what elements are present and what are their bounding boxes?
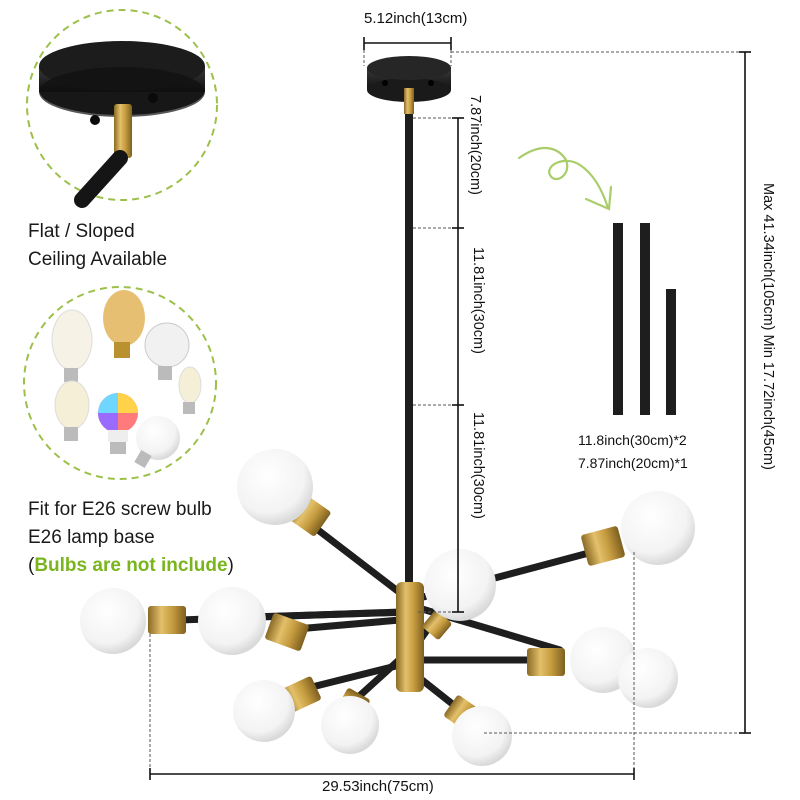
bulb-feature-line2: E26 lamp base (28, 527, 155, 548)
total-height-label: Max 41.34inch(105cm) Min 17.72inch(45cm) (760, 183, 776, 470)
note-open-paren: ( (28, 555, 35, 576)
overall-width-label: 29.53inch(75cm) (322, 778, 434, 795)
center-hub (396, 582, 424, 692)
note-close-paren: ) (227, 555, 234, 576)
bulb-feature-line1: Fit for E26 screw bulb (28, 499, 212, 520)
bulb-sockets (148, 494, 625, 731)
rod-segment-3-label: 11.81inch(30cm) (470, 412, 486, 519)
extension-rods (613, 223, 676, 415)
dimension-guides (149, 50, 739, 768)
dimension-lines (149, 37, 751, 780)
bulb-variety-icon (23, 286, 217, 480)
note-highlight: Bulbs are not include (34, 555, 228, 576)
ceiling-feature-line2: Ceiling Available (28, 249, 168, 270)
extension-rods-line1: 11.8inch(30cm)*2 (578, 432, 687, 448)
bulbs (80, 449, 695, 766)
canopy-width-label: 5.12inch(13cm) (364, 10, 468, 27)
fixture-canopy (367, 56, 451, 114)
rod-segment-1-label: 7.87inch(20cm) (467, 95, 483, 195)
ceiling-feature-line1: Flat / Sloped (28, 221, 135, 242)
curved-arrow-icon (517, 146, 613, 211)
extension-rods-line2: 7.87inch(20cm)*1 (578, 455, 688, 471)
ceiling-canopy-icon (26, 9, 218, 208)
bulbs-not-included-note: (Bulbs are not include) (28, 552, 234, 580)
down-rod (405, 114, 413, 584)
rod-segment-2-label: 11.81inch(30cm) (470, 247, 486, 354)
